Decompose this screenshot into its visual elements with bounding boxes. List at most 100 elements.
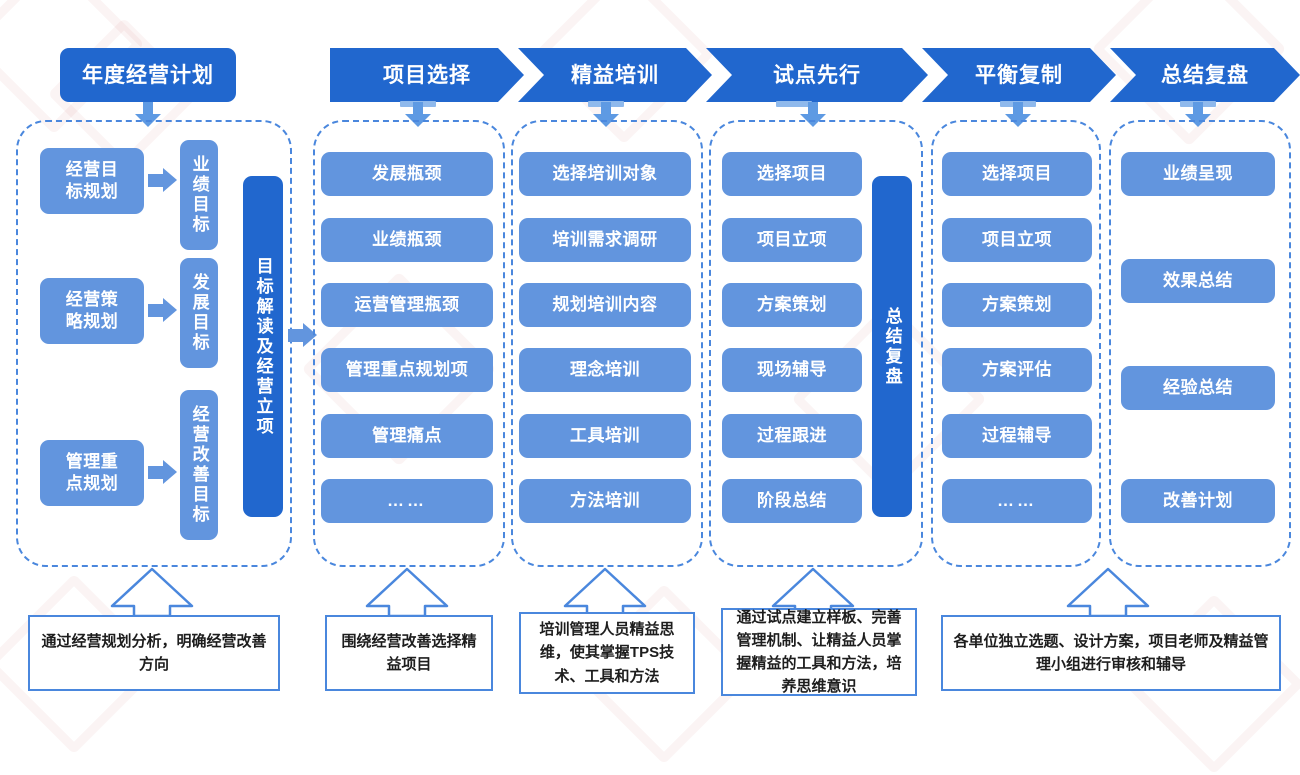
item-label: …… xyxy=(387,491,427,511)
item-label: 规划培训内容 xyxy=(552,295,658,315)
callout-text: 培训管理人员精益思维，使其掌握TPS技术、工具和方法 xyxy=(539,621,675,685)
right-arrow-icon xyxy=(148,298,178,323)
stage-header-1[interactable]: 精益培训 xyxy=(518,48,712,102)
stage-header-2[interactable]: 试点先行 xyxy=(706,48,928,102)
item-c3-3[interactable]: 现场辅导 xyxy=(722,348,862,392)
item-c1-2[interactable]: 运营管理瓶颈 xyxy=(321,283,493,327)
panel-project-selection xyxy=(313,120,505,567)
callout-pilot: 通过试点建立样板、完善管理机制、让精益人员掌握精益的工具和方法，培养思维意识 xyxy=(721,608,917,696)
item-c4-4[interactable]: 过程辅导 xyxy=(942,414,1092,458)
annual-plan-chip: 年度经营计划 xyxy=(60,48,236,102)
item-c5-0[interactable]: 业绩呈现 xyxy=(1121,152,1275,196)
item-c3-4[interactable]: 过程跟进 xyxy=(722,414,862,458)
callout-text: 围绕经营改善选择精益项目 xyxy=(341,632,477,673)
item-label: 选择项目 xyxy=(757,164,827,184)
goal-box-label: 业绩目标 xyxy=(189,155,209,235)
item-label: 过程辅导 xyxy=(982,426,1052,446)
item-c4-2[interactable]: 方案策划 xyxy=(942,283,1092,327)
callout-replicate: 各单位独立选题、设计方案，项目老师及精益管理小组进行审核和辅导 xyxy=(941,615,1281,691)
panel-lean-training xyxy=(511,120,703,567)
item-label: 项目立项 xyxy=(757,230,827,250)
plan-box-2[interactable]: 管理重 点规划 xyxy=(40,440,144,506)
item-c4-0[interactable]: 选择项目 xyxy=(942,152,1092,196)
item-c4-5[interactable]: …… xyxy=(942,479,1092,523)
stage-header-4[interactable]: 总结复盘 xyxy=(1110,48,1300,102)
item-c5-2[interactable]: 经验总结 xyxy=(1121,366,1275,410)
stage-header-label: 项目选择 xyxy=(383,64,471,87)
item-c3-5[interactable]: 阶段总结 xyxy=(722,479,862,523)
item-c1-3[interactable]: 管理重点规划项 xyxy=(321,348,493,392)
stage-header-label: 试点先行 xyxy=(773,64,861,87)
item-label: 管理重点规划项 xyxy=(345,360,469,380)
item-c1-4[interactable]: 管理痛点 xyxy=(321,414,493,458)
item-c5-3[interactable]: 改善计划 xyxy=(1121,479,1275,523)
item-c2-5[interactable]: 方法培训 xyxy=(519,479,691,523)
plan-box-0[interactable]: 经营目 标规划 xyxy=(40,148,144,214)
item-label: 方案策划 xyxy=(757,295,827,315)
plan-box-label: 经营目 标规划 xyxy=(65,159,119,201)
plan-box-label: 经营策 略规划 xyxy=(65,289,119,331)
stage-header-label: 平衡复制 xyxy=(975,64,1063,87)
item-c2-4[interactable]: 工具培训 xyxy=(519,414,691,458)
item-c5-1[interactable]: 效果总结 xyxy=(1121,259,1275,303)
item-c4-3[interactable]: 方案评估 xyxy=(942,348,1092,392)
item-label: 培训需求调研 xyxy=(552,230,658,250)
item-c1-1[interactable]: 业绩瓶颈 xyxy=(321,218,493,262)
stage-header-0[interactable]: 项目选择 xyxy=(330,48,524,102)
item-label: 项目立项 xyxy=(982,230,1052,250)
item-label: 理念培训 xyxy=(570,360,640,380)
item-c3-1[interactable]: 项目立项 xyxy=(722,218,862,262)
up-arrow-icon xyxy=(365,567,449,618)
item-label: 运营管理瓶颈 xyxy=(354,295,460,315)
item-label: 工具培训 xyxy=(570,426,640,446)
up-arrow-icon xyxy=(1066,567,1150,618)
pilot-review-label: 总结复盘 xyxy=(882,306,902,387)
item-c1-5[interactable]: …… xyxy=(321,479,493,523)
right-arrow-icon xyxy=(148,168,178,193)
goal-box-2[interactable]: 经营改善目标 xyxy=(180,390,218,540)
panel-summary-review xyxy=(1109,120,1291,567)
item-c1-0[interactable]: 发展瓶颈 xyxy=(321,152,493,196)
item-c4-1[interactable]: 项目立项 xyxy=(942,218,1092,262)
plan-box-1[interactable]: 经营策 略规划 xyxy=(40,278,144,344)
callout-selection: 围绕经营改善选择精益项目 xyxy=(325,615,493,691)
item-c2-1[interactable]: 培训需求调研 xyxy=(519,218,691,262)
item-label: 选择培训对象 xyxy=(552,164,658,184)
item-label: 业绩瓶颈 xyxy=(372,230,442,250)
item-c2-3[interactable]: 理念培训 xyxy=(519,348,691,392)
item-label: …… xyxy=(997,491,1037,511)
stage-header-label: 总结复盘 xyxy=(1161,64,1249,87)
stage-header-3[interactable]: 平衡复制 xyxy=(922,48,1116,102)
callout-planning: 通过经营规划分析，明确经营改善方向 xyxy=(28,615,280,691)
goal-interpretation-bar[interactable]: 目标解读及经营立项 xyxy=(243,176,283,517)
stage-header-label: 精益培训 xyxy=(571,64,659,87)
item-label: 业绩呈现 xyxy=(1163,164,1233,184)
right-arrow-icon xyxy=(148,460,178,485)
panel-pilot-first xyxy=(709,120,923,567)
panel-annual-plan xyxy=(16,120,292,567)
item-c2-2[interactable]: 规划培训内容 xyxy=(519,283,691,327)
pilot-review-bar[interactable]: 总结复盘 xyxy=(872,176,912,517)
item-label: 现场辅导 xyxy=(757,360,827,380)
goal-box-0[interactable]: 业绩目标 xyxy=(180,140,218,250)
item-c3-0[interactable]: 选择项目 xyxy=(722,152,862,196)
header-tick xyxy=(776,101,812,107)
item-label: 方法培训 xyxy=(570,491,640,511)
panel-balanced-copy xyxy=(931,120,1101,567)
item-c3-2[interactable]: 方案策划 xyxy=(722,283,862,327)
item-c2-0[interactable]: 选择培训对象 xyxy=(519,152,691,196)
annual-plan-chip-label: 年度经营计划 xyxy=(82,64,214,87)
callout-training: 培训管理人员精益思维，使其掌握TPS技术、工具和方法 xyxy=(519,612,695,694)
item-label: 过程跟进 xyxy=(757,426,827,446)
up-arrow-icon xyxy=(110,567,194,618)
item-label: 阶段总结 xyxy=(757,491,827,511)
item-label: 改善计划 xyxy=(1163,491,1233,511)
goal-interpretation-label: 目标解读及经营立项 xyxy=(253,256,273,437)
callout-text: 通过经营规划分析，明确经营改善方向 xyxy=(41,632,267,673)
goal-box-1[interactable]: 发展目标 xyxy=(180,258,218,368)
callout-text: 各单位独立选题、设计方案，项目老师及精益管理小组进行审核和辅导 xyxy=(953,632,1269,673)
up-arrow-icon xyxy=(563,567,647,618)
callout-text: 通过试点建立样板、完善管理机制、让精益人员掌握精益的工具和方法，培养思维意识 xyxy=(736,608,902,696)
item-label: 选择项目 xyxy=(982,164,1052,184)
